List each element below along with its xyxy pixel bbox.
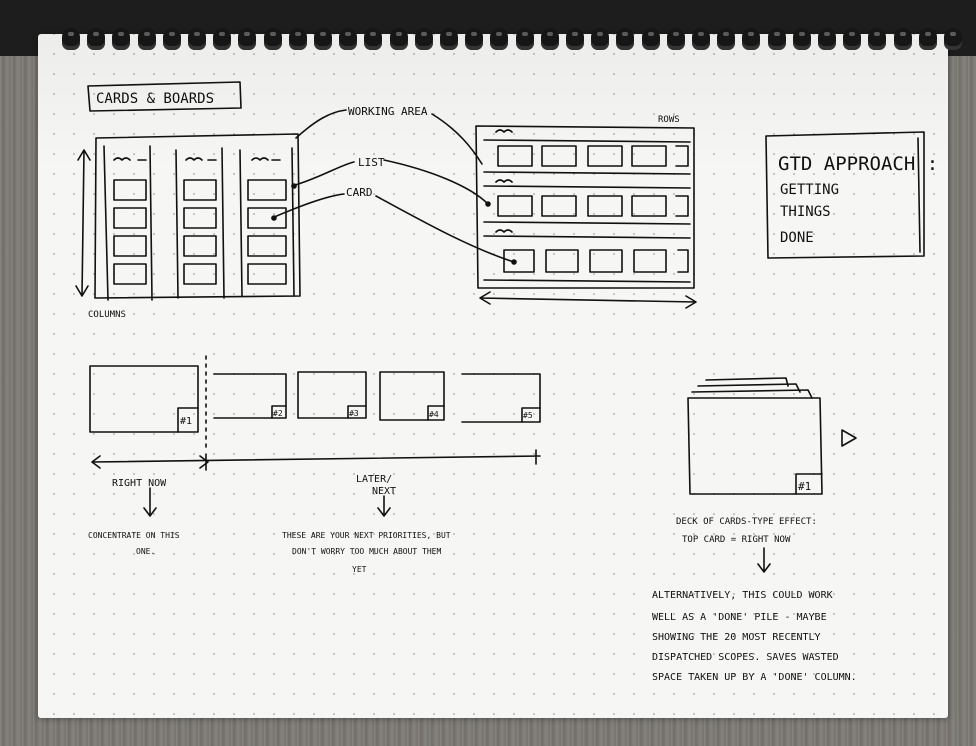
label-card: CARD bbox=[346, 186, 373, 199]
label-working-area: WORKING AREA bbox=[348, 105, 428, 118]
vertical-arrow bbox=[76, 150, 90, 296]
row-cards bbox=[498, 146, 688, 272]
note-concentrate-line1: CONCENTRATE ON THIS bbox=[88, 531, 180, 540]
label-later: LATER/ bbox=[356, 474, 392, 485]
timeline-arrow bbox=[92, 450, 540, 470]
note-next-line1: THESE ARE YOUR NEXT PRIORITIES, BUT bbox=[282, 531, 451, 540]
alt-note-line3: SHOWING THE 20 MOST RECENTLY bbox=[652, 632, 821, 643]
note-next-line3: YET bbox=[352, 565, 367, 574]
rows-board bbox=[476, 126, 694, 288]
card-number-5: #5 bbox=[523, 411, 533, 420]
leader-list-right bbox=[384, 160, 488, 204]
label-rows: ROWS bbox=[658, 115, 680, 125]
card-number-4: #4 bbox=[429, 410, 439, 419]
leader-list-left bbox=[292, 162, 354, 186]
gtd-line-things: THINGS bbox=[780, 204, 831, 220]
alt-note-line2: WELL AS A 'DONE' PILE - MAYBE bbox=[652, 612, 827, 623]
card-sequence bbox=[90, 356, 540, 450]
note-next-line2: DON'T WORRY TOO MUCH ABOUT THEM bbox=[292, 547, 441, 556]
deck-card-number: #1 bbox=[798, 480, 811, 493]
label-right-now: RIGHT NOW bbox=[112, 478, 167, 489]
label-list: LIST bbox=[358, 156, 385, 169]
horizontal-arrow bbox=[480, 292, 696, 308]
deck-of-cards bbox=[688, 378, 822, 494]
card-number-1: #1 bbox=[180, 416, 192, 427]
note-concentrate-line2: ONE. bbox=[136, 547, 155, 556]
arrow-later bbox=[378, 496, 390, 516]
leader-working-area-left bbox=[296, 110, 346, 138]
arrow-right-now bbox=[144, 488, 156, 516]
page-title: CARDS & BOARDS bbox=[96, 91, 214, 107]
alt-note-line1: ALTERNATIVELY, THIS COULD WORK bbox=[652, 590, 833, 601]
gtd-line-done: DONE bbox=[780, 230, 814, 246]
leader-working-area-right bbox=[432, 114, 482, 164]
arrow-deck bbox=[758, 548, 770, 572]
deck-caption-line2: TOP CARD = RIGHT NOW bbox=[682, 535, 791, 545]
gtd-line-getting: GETTING bbox=[780, 182, 839, 198]
leader-card-right bbox=[376, 196, 514, 262]
card-number-2: #2 bbox=[273, 409, 283, 418]
cursor-arrow-icon bbox=[842, 430, 856, 446]
alt-note-line5: SPACE TAKEN UP BY A 'DONE' COLUMN. bbox=[652, 672, 857, 683]
alt-note-line4: DISPATCHED SCOPES. SAVES WASTED bbox=[652, 652, 839, 663]
gtd-heading: GTD APPROACH : bbox=[778, 153, 938, 175]
deck-caption-line1: DECK OF CARDS-TYPE EFFECT: bbox=[676, 517, 817, 527]
card-number-3: #3 bbox=[349, 409, 359, 418]
label-next: NEXT bbox=[372, 486, 396, 497]
label-columns: COLUMNS bbox=[88, 310, 126, 320]
column-cards bbox=[114, 180, 286, 284]
leader-card-left bbox=[272, 194, 344, 218]
